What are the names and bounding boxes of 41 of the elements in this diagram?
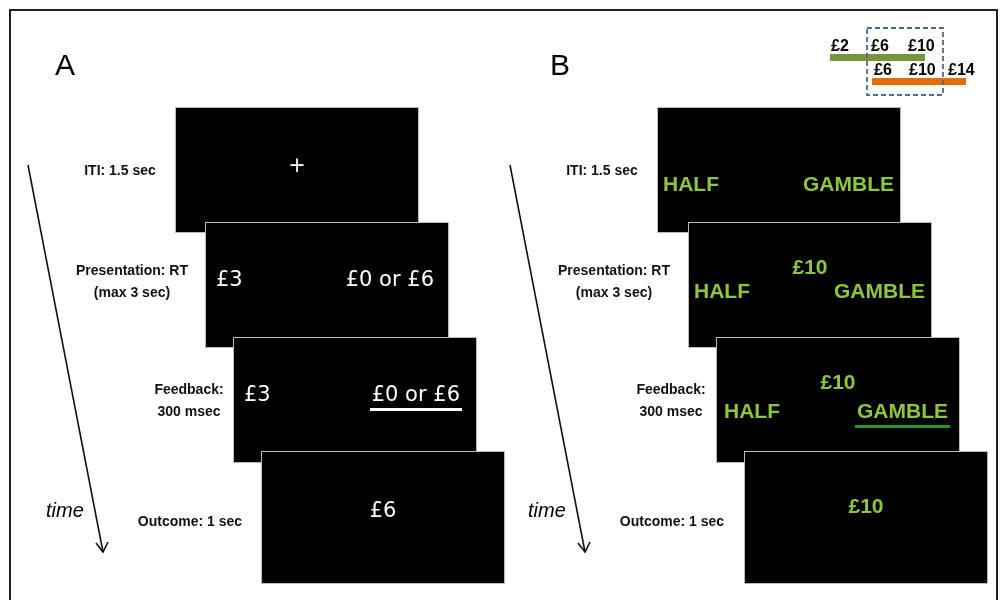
screen-panel bbox=[744, 451, 988, 584]
phase-label: Outcome: 1 sec bbox=[618, 512, 726, 531]
screen-text: £0 or £6 bbox=[369, 382, 462, 411]
screen-text: HALF bbox=[724, 399, 780, 423]
phase-label: Presentation: RT (max 3 sec) bbox=[75, 261, 189, 302]
screen-text: GAMBLE bbox=[803, 172, 894, 196]
screen-text: HALF bbox=[694, 279, 750, 303]
screen-text: GAMBLE bbox=[834, 279, 925, 303]
screen-panel bbox=[688, 222, 932, 348]
screen-text: £10 bbox=[819, 370, 857, 394]
screen-text: HALF bbox=[663, 172, 719, 196]
screen-panel bbox=[261, 451, 505, 584]
value-label: £14 bbox=[948, 62, 975, 78]
value-label: £6 bbox=[871, 38, 889, 54]
panel-letter: B bbox=[550, 50, 570, 80]
screen-panel bbox=[716, 337, 960, 463]
phase-label: Feedback: 300 msec bbox=[153, 380, 225, 421]
axis-label: time bbox=[46, 500, 84, 520]
value-label: £10 bbox=[908, 38, 935, 54]
screen-text: £3 bbox=[244, 382, 271, 406]
value-label: £6 bbox=[874, 62, 892, 78]
screen-panel bbox=[233, 337, 477, 463]
value-label: £2 bbox=[831, 38, 849, 54]
screen-text: £10 bbox=[847, 494, 885, 518]
value-label: £10 bbox=[909, 62, 936, 78]
screen-panel bbox=[657, 107, 901, 233]
panel-letter: A bbox=[55, 50, 75, 80]
screen-text: GAMBLE bbox=[855, 399, 950, 428]
screen-text: £6 bbox=[368, 498, 398, 522]
screen-panel bbox=[205, 222, 449, 348]
screen-panel bbox=[175, 107, 419, 233]
screen-text: £0 or £6 bbox=[345, 267, 434, 291]
phase-label: Presentation: RT (max 3 sec) bbox=[557, 261, 671, 302]
screen-text: £3 bbox=[216, 267, 243, 291]
phase-label: ITI: 1.5 sec bbox=[83, 161, 157, 180]
phase-label: Feedback: 300 msec bbox=[635, 380, 707, 421]
screen-text: + bbox=[287, 153, 307, 177]
axis-label: time bbox=[528, 500, 566, 520]
phase-label: ITI: 1.5 sec bbox=[565, 161, 639, 180]
phase-label: Outcome: 1 sec bbox=[136, 512, 244, 531]
screen-text: £10 bbox=[791, 255, 829, 279]
